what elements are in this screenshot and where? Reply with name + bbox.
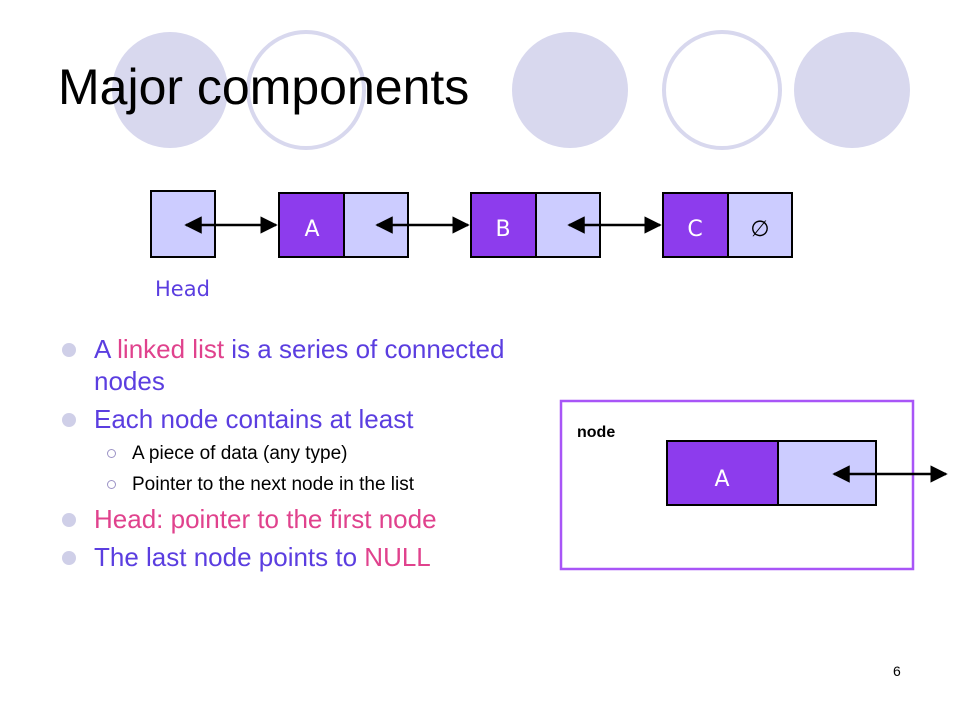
sample-node-data-label: A — [714, 467, 729, 492]
bullet-item: A linked list is a series of connected n… — [60, 333, 540, 397]
decor-circle-filled — [112, 32, 228, 148]
head-label: Head — [155, 277, 210, 301]
node-frame — [559, 399, 915, 571]
bullet-item: Head: pointer to the first node — [60, 503, 540, 535]
bullet-term: linked list — [117, 334, 225, 364]
sub-bullet-ring-icon — [107, 480, 116, 489]
node-frame-label: node — [577, 424, 615, 441]
page-number: 6 — [893, 663, 901, 679]
decor-circle-filled — [794, 32, 910, 148]
bullet-item: The last node points to NULL — [60, 541, 540, 573]
node-c-label: C — [687, 217, 702, 242]
decor-circle-filled — [512, 32, 628, 148]
bullet-dot-icon — [62, 513, 76, 527]
sub-bullet-item: A piece of data (any type) — [60, 441, 540, 467]
bullet-text: is a series of connected nodes — [94, 334, 505, 396]
sub-bullet-item: Pointer to the next node in the list — [60, 472, 540, 498]
node-a-label: A — [304, 217, 319, 242]
page-title: Major components — [58, 59, 470, 115]
null-symbol: ∅ — [750, 217, 769, 242]
node-b-label: B — [495, 217, 510, 242]
decor-circle-outline — [246, 30, 366, 150]
bullet-text: The last node points to — [94, 542, 365, 572]
bullet-dot-icon — [62, 551, 76, 565]
bullet-dot-icon — [62, 413, 76, 427]
bullet-list: A linked list is a series of connected n… — [60, 333, 540, 579]
sub-bullet-text: A piece of data (any type) — [132, 443, 348, 464]
bullet-text: A — [94, 334, 118, 364]
bullet-item: Each node contains at least — [60, 403, 540, 435]
sub-bullet-ring-icon — [107, 449, 116, 458]
bullet-term: NULL — [364, 542, 431, 572]
bullet-text: Head: pointer to the first node — [94, 504, 437, 534]
decor-circle-outline — [662, 30, 782, 150]
sub-bullet-text: Pointer to the next node in the list — [132, 474, 415, 495]
node-c-pointer-cell — [727, 192, 793, 258]
bullet-text: Each node contains at least — [94, 404, 414, 434]
node-b-data-cell — [470, 192, 537, 258]
bullet-dot-icon — [62, 343, 76, 357]
